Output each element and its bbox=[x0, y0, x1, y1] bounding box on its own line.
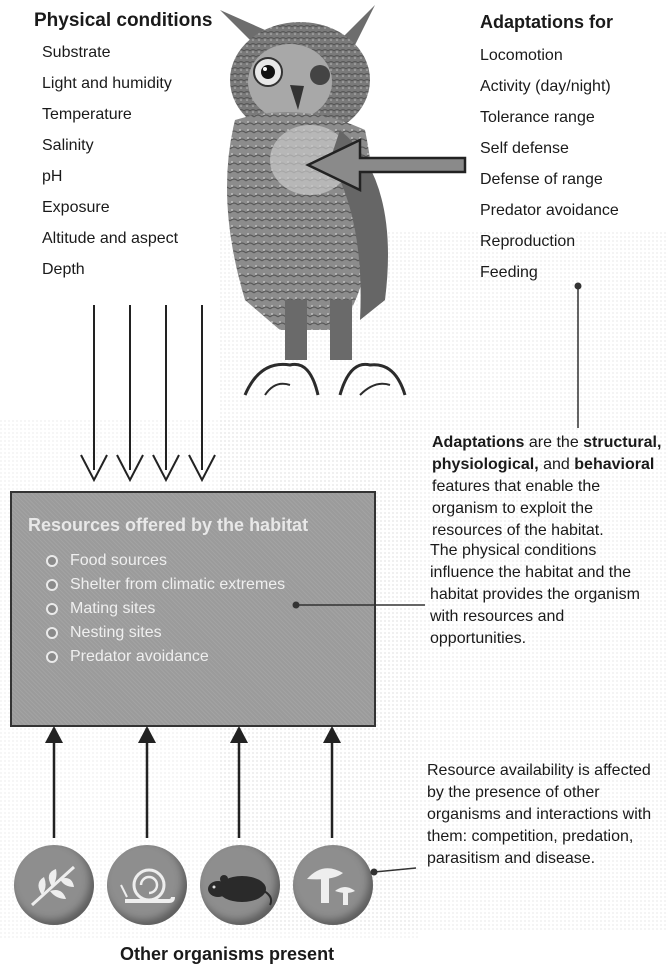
list-item: Tolerance range bbox=[480, 102, 619, 133]
list-item: Predator avoidance bbox=[480, 195, 619, 226]
physical-to-habitat-arrows bbox=[75, 305, 220, 485]
resource-item: Food sources bbox=[46, 549, 285, 573]
resource-label: Predator avoidance bbox=[70, 645, 209, 669]
mushroom-icon bbox=[293, 845, 373, 925]
bullet-icon bbox=[46, 627, 58, 639]
note-text: features that enable the organism to exp… bbox=[432, 478, 604, 539]
list-item: Exposure bbox=[42, 192, 178, 223]
connector-line-organisms bbox=[368, 862, 418, 882]
physical-conditions-heading: Physical conditions bbox=[34, 10, 212, 32]
list-item: Locomotion bbox=[480, 40, 619, 71]
term-adaptations: Adaptations bbox=[432, 434, 524, 451]
resource-label: Shelter from climatic extremes bbox=[70, 573, 285, 597]
list-item: Salinity bbox=[42, 130, 178, 161]
resources-title: Resources offered by the habitat bbox=[28, 515, 308, 536]
organisms-to-habitat-arrows bbox=[20, 723, 400, 853]
bullet-icon bbox=[46, 603, 58, 615]
list-item: Temperature bbox=[42, 99, 178, 130]
bullet-icon bbox=[46, 651, 58, 663]
resource-availability-note: Resource availability is affected by the… bbox=[427, 760, 663, 870]
list-item: Activity (day/night) bbox=[480, 71, 619, 102]
list-item: Altitude and aspect bbox=[42, 223, 178, 254]
list-item: Feeding bbox=[480, 257, 619, 288]
resource-item: Predator avoidance bbox=[46, 645, 285, 669]
physical-conditions-list: Substrate Light and humidity Temperature… bbox=[42, 37, 178, 285]
resource-label: Food sources bbox=[70, 549, 167, 573]
note-text: and bbox=[539, 456, 575, 473]
adaptations-note: Adaptations are the structural, physiolo… bbox=[432, 432, 664, 542]
bullet-icon bbox=[46, 579, 58, 591]
resource-label: Nesting sites bbox=[70, 621, 162, 645]
connector-line-adaptations bbox=[572, 280, 584, 430]
adaptations-list: Locomotion Activity (day/night) Toleranc… bbox=[480, 40, 619, 288]
resource-item: Shelter from climatic extremes bbox=[46, 573, 285, 597]
snail-icon bbox=[107, 845, 187, 925]
resource-label: Mating sites bbox=[70, 597, 155, 621]
term-behavioral: behavioral bbox=[574, 456, 654, 473]
adaptations-heading: Adaptations for bbox=[480, 12, 613, 33]
resource-item: Mating sites bbox=[46, 597, 285, 621]
list-item: Reproduction bbox=[480, 226, 619, 257]
bullet-icon bbox=[46, 555, 58, 567]
owl-illustration bbox=[190, 0, 460, 410]
plant-icon bbox=[14, 845, 94, 925]
connector-line-resources bbox=[290, 590, 430, 630]
list-item: Depth bbox=[42, 254, 178, 285]
note-text: are the bbox=[524, 434, 583, 451]
adaptation-arrow bbox=[300, 130, 470, 200]
list-item: Self defense bbox=[480, 133, 619, 164]
list-item: pH bbox=[42, 161, 178, 192]
list-item: Light and humidity bbox=[42, 68, 178, 99]
rodent-icon bbox=[200, 845, 280, 925]
list-item: Substrate bbox=[42, 37, 178, 68]
resource-item: Nesting sites bbox=[46, 621, 285, 645]
physical-note: The physical conditions influence the ha… bbox=[430, 540, 662, 650]
list-item: Defense of range bbox=[480, 164, 619, 195]
resources-list: Food sources Shelter from climatic extre… bbox=[46, 549, 285, 669]
other-organisms-label: Other organisms present bbox=[120, 944, 334, 965]
